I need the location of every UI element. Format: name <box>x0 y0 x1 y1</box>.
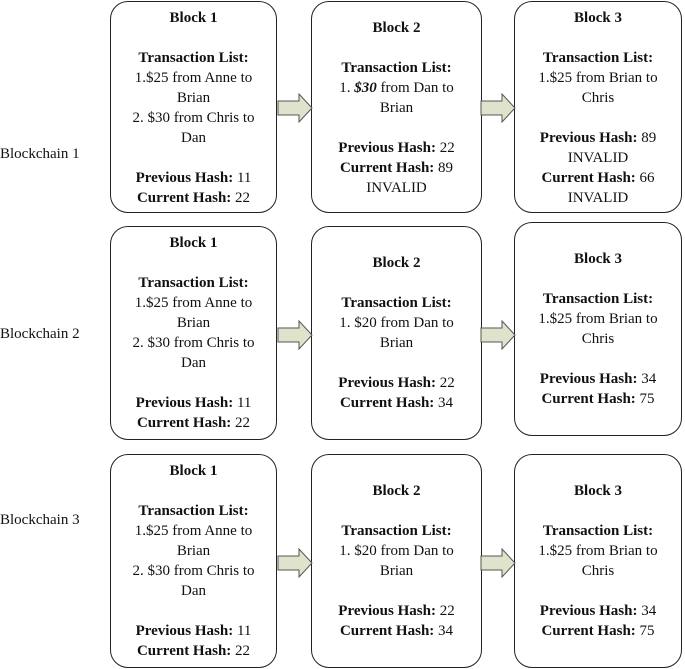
row-label-blockchain-2: Blockchain 2 <box>0 326 80 342</box>
block-card-2-1: Block 1 Transaction List: 1.$25 from Ann… <box>110 226 277 440</box>
right-arrow-icon <box>480 548 516 578</box>
block-card-1-1: Block 1 Transaction List: 1.$25 from Ann… <box>110 1 277 213</box>
row-label-blockchain-3: Blockchain 3 <box>0 512 80 528</box>
block-title: Block 2 <box>372 255 421 271</box>
previous-hash: Previous Hash: 34 <box>539 603 657 619</box>
transaction-line: Dan <box>181 130 206 146</box>
previous-hash: Previous Hash: 11 <box>135 623 252 639</box>
transaction-line: Dan <box>181 355 206 371</box>
current-hash: Current Hash: 89 <box>339 160 454 176</box>
transaction-line: Chris <box>581 331 615 347</box>
transaction-list-heading: Transaction List: <box>341 295 452 311</box>
current-hash: Current Hash: 34 <box>339 395 454 411</box>
transaction-list-heading: Transaction List: <box>138 503 249 519</box>
transaction-list-heading: Transaction List: <box>542 50 654 66</box>
transaction-list-heading: Transaction List: <box>542 523 654 539</box>
transaction-line: Brian <box>379 100 414 116</box>
transaction-line: 1.$25 from Anne to <box>134 295 253 311</box>
transaction-line: 2. $30 from Chris to <box>132 563 255 579</box>
transaction-line: 1. $30 from Dan to <box>339 80 454 96</box>
block-card-3-2: Block 2 Transaction List: 1. $20 from Da… <box>311 454 482 668</box>
current-hash: Current Hash: 75 <box>541 623 655 639</box>
transaction-line: Brian <box>176 543 211 559</box>
transaction-list-heading: Transaction List: <box>341 523 452 539</box>
transaction-line: Chris <box>581 563 615 579</box>
current-hash: Current Hash: 22 <box>136 643 251 659</box>
block-card-2-2: Block 2 Transaction List: 1. $20 from Da… <box>311 226 482 440</box>
row-label-blockchain-1: Blockchain 1 <box>0 146 80 162</box>
transaction-line: 1.$25 from Brian to <box>538 70 658 86</box>
previous-hash: Previous Hash: 22 <box>338 140 455 156</box>
block-title: Block 1 <box>169 235 218 251</box>
transaction-line: Chris <box>581 90 615 106</box>
transaction-line: 1.$25 from Anne to <box>134 70 253 86</box>
transaction-line: 1.$25 from Anne to <box>134 523 253 539</box>
transaction-list-heading: Transaction List: <box>138 275 249 291</box>
transaction-line: Brian <box>176 315 211 331</box>
block-title: Block 2 <box>372 20 421 36</box>
previous-hash: Previous Hash: 11 <box>135 395 252 411</box>
previous-hash: Previous Hash: 22 <box>338 375 455 391</box>
previous-hash: Previous Hash: 89 <box>539 130 657 146</box>
previous-hash: Previous Hash: 11 <box>135 170 252 186</box>
block-title: Block 3 <box>574 483 622 499</box>
transaction-list-heading: Transaction List: <box>542 291 654 307</box>
transaction-line: 1. $20 from Dan to <box>339 543 454 559</box>
block-card-1-2: Block 2 Transaction List: 1. $30 from Da… <box>311 1 482 213</box>
block-title: Block 1 <box>169 463 218 479</box>
block-title: Block 2 <box>372 483 421 499</box>
previous-hash: Previous Hash: 22 <box>338 603 455 619</box>
right-arrow-icon <box>277 320 313 350</box>
block-card-1-3: Block 3 Transaction List: 1.$25 from Bri… <box>514 1 682 213</box>
current-hash: Current Hash: 75 <box>541 391 655 407</box>
right-arrow-icon <box>277 93 313 123</box>
right-arrow-icon <box>480 320 516 350</box>
transaction-line: 1.$25 from Brian to <box>538 311 658 327</box>
current-hash: Current Hash: 22 <box>136 415 251 431</box>
block-card-3-1: Block 1 Transaction List: 1.$25 from Ann… <box>110 454 277 668</box>
right-arrow-icon <box>277 548 313 578</box>
transaction-line: 2. $30 from Chris to <box>132 335 255 351</box>
invalid-status: INVALID <box>366 180 427 196</box>
transaction-line: 1.$25 from Brian to <box>538 543 658 559</box>
transaction-line: Dan <box>181 583 206 599</box>
invalid-status: INVALID <box>567 190 629 206</box>
right-arrow-icon <box>480 93 516 123</box>
transaction-line: Brian <box>379 335 414 351</box>
current-hash: Current Hash: 34 <box>339 623 454 639</box>
block-title: Block 3 <box>574 251 622 267</box>
transaction-line: Brian <box>379 563 414 579</box>
current-hash: Current Hash: 66 <box>541 170 655 186</box>
block-card-3-3: Block 3 Transaction List: 1.$25 from Bri… <box>514 454 682 668</box>
previous-hash: Previous Hash: 34 <box>539 371 657 387</box>
transaction-list-heading: Transaction List: <box>138 50 249 66</box>
transaction-line: Brian <box>176 90 211 106</box>
transaction-line: 1. $20 from Dan to <box>339 315 454 331</box>
block-title: Block 3 <box>574 10 622 26</box>
current-hash: Current Hash: 22 <box>136 190 251 206</box>
invalid-status: INVALID <box>567 150 629 166</box>
transaction-list-heading: Transaction List: <box>341 60 452 76</box>
block-card-2-3: Block 3 Transaction List: 1.$25 from Bri… <box>514 222 682 436</box>
transaction-line: 2. $30 from Chris to <box>132 110 255 126</box>
block-title: Block 1 <box>169 10 218 26</box>
tampered-amount: $30 <box>354 80 377 96</box>
